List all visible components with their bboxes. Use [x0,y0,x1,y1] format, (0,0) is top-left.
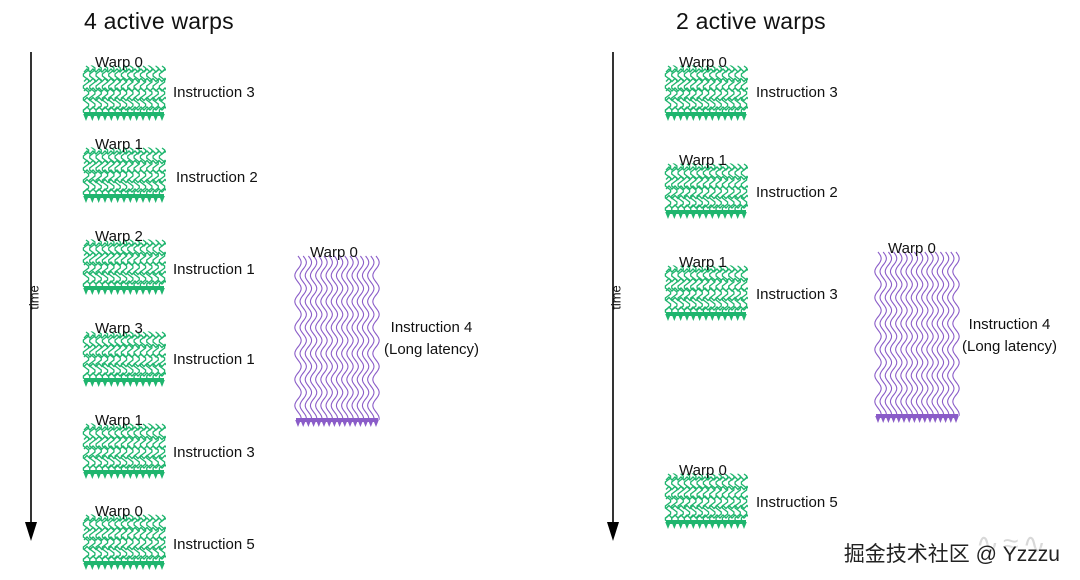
right-warp-block-1: Warp 0 Instruction 3 [664,54,838,129]
instruction-label: Instruction 4 [390,319,473,336]
latency-note: (Long latency) [962,338,1058,355]
instruction-label: Instruction 3 [756,84,838,101]
left-long-latency-block: Warp 0 Instruction 4 (Long latency) [294,244,479,435]
left-warp-block-5: Warp 1 Instruction 3 [82,412,255,487]
watermark: 掘金技术社区 @ Yzzzu [843,543,1060,566]
warp-label: Warp 1 [95,412,143,429]
left-warp-block-6: Warp 0 Instruction 5 [82,503,255,578]
right-warp-block-3: Warp 1 Instruction 3 [664,254,838,329]
left-time-axis: time [22,52,42,542]
instruction-label: Instruction 3 [173,444,255,461]
warp-threads-icon [664,265,751,321]
right-long-latency-block: Warp 0 Instruction 4 (Long latency) [874,240,1057,431]
warp-label: Warp 3 [95,320,143,337]
right-panel: 2 active warps time Warp 0 Instruction 3… [600,0,1080,580]
warp-label: Warp 0 [679,462,727,479]
warp-label: Warp 0 [888,240,936,257]
warp-threads-icon [82,147,169,203]
instruction-label: Instruction 1 [173,351,255,368]
warp-threads-long-icon [874,251,960,423]
warp-threads-icon [664,65,751,121]
instruction-label: Instruction 5 [173,536,255,553]
right-warp-block-4: Warp 0 Instruction 5 [664,462,838,537]
long-instruction-label: Instruction 4 (Long latency) [962,314,1057,358]
instruction-label: Instruction 3 [756,286,838,303]
right-time-arrow [607,52,619,541]
left-time-arrow [25,52,37,541]
warp-threads-icon [82,423,169,479]
latency-note: (Long latency) [384,341,480,358]
left-warp-block-1: Warp 0 Instruction 3 [82,54,255,129]
left-warp-block-3: Warp 2 Instruction 1 [82,228,255,303]
warp-label: Warp 2 [95,228,143,245]
left-panel: 4 active warps time Warp 0 Instruction 3… [22,8,479,578]
warp-threads-icon [82,514,169,570]
instruction-label: Instruction 2 [176,169,258,186]
left-time-label: time [26,285,42,310]
warp-threads-icon [664,163,751,219]
right-warp-block-2: Warp 1 Instruction 2 [664,152,838,227]
instruction-label: Instruction 3 [173,84,255,101]
warp-label: Warp 0 [95,54,143,71]
left-warp-block-4: Warp 3 Instruction 1 [82,320,255,395]
left-panel-title: 4 active warps [84,8,234,34]
warp-threads-long-icon [294,255,380,427]
warp-label: Warp 0 [95,503,143,520]
warp-label: Warp 1 [679,254,727,271]
warp-label: Warp 1 [679,152,727,169]
warp-threads-icon [82,331,169,387]
instruction-label: Instruction 5 [756,494,838,511]
warp-label: Warp 0 [310,244,358,261]
warp-label: Warp 1 [95,136,143,153]
warp-threads-icon [82,65,169,121]
warp-label: Warp 0 [679,54,727,71]
instruction-label: Instruction 4 [968,316,1051,333]
instruction-label: Instruction 2 [756,184,838,201]
watermark-deco: ∿≈∿ [975,528,1050,559]
right-time-label: time [608,285,624,310]
warp-threads-icon [664,473,751,529]
warp-threads-icon [82,239,169,295]
left-warp-block-2: Warp 1 Instruction 2 [82,136,258,211]
long-instruction-label: Instruction 4 (Long latency) [384,317,479,361]
right-time-axis: time [604,52,624,542]
instruction-label: Instruction 1 [173,261,255,278]
right-panel-title: 2 active warps [676,8,826,34]
